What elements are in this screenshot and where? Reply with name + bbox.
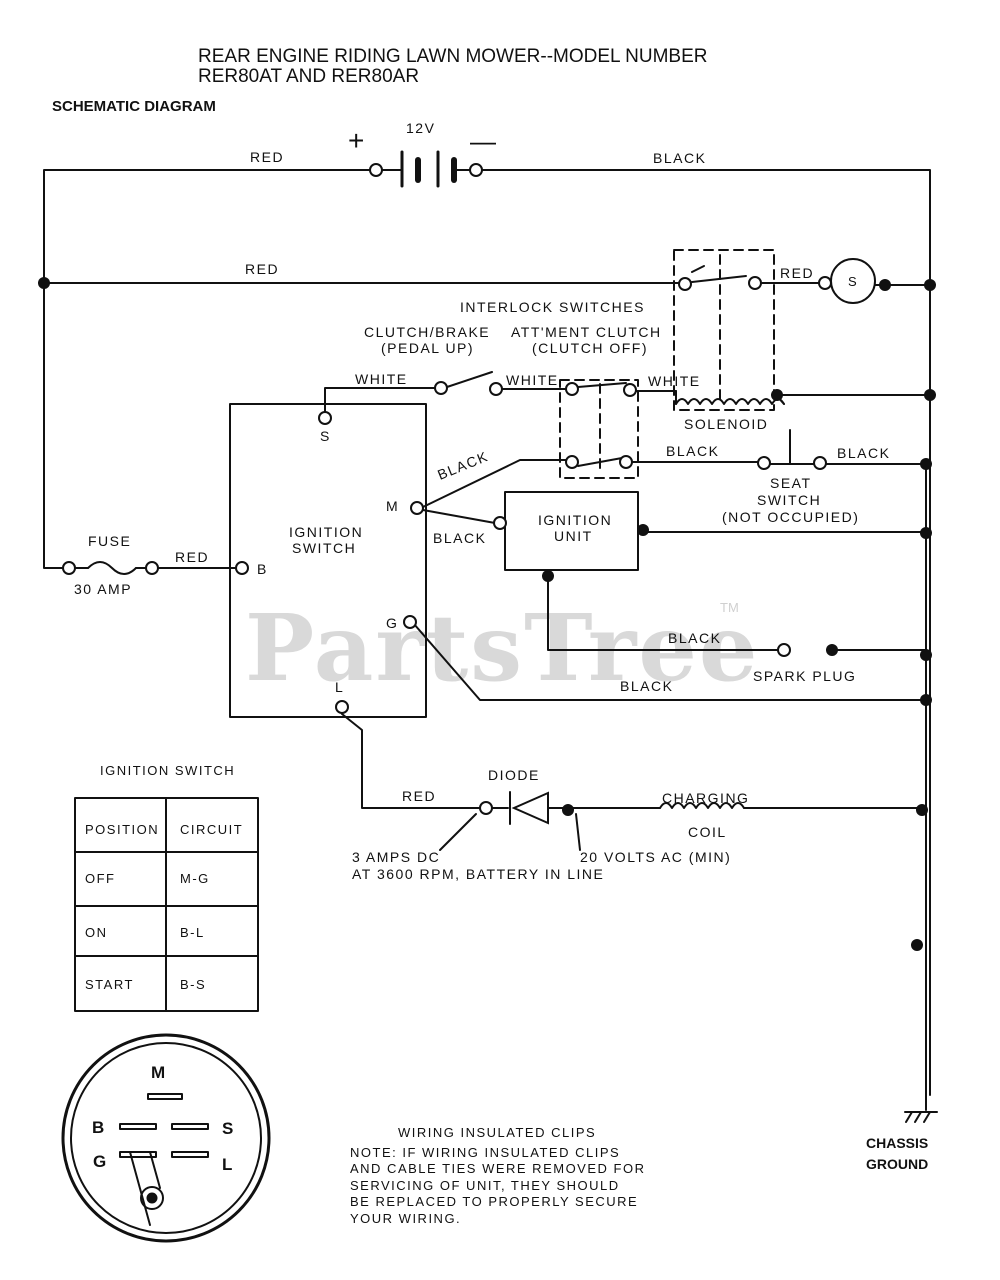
clips-note-line: NOTE: IF WIRING INSULATED CLIPS xyxy=(350,1145,620,1160)
attment-clutch-label-1: ATT'MENT CLUTCH xyxy=(511,324,662,340)
clips-note-line: AND CABLE TIES WERE REMOVED FOR xyxy=(350,1161,645,1176)
table-header-circuit: CIRCUIT xyxy=(180,822,243,837)
note-dc-line-1: 3 AMPS DC xyxy=(352,849,440,865)
watermark-tm: TM xyxy=(720,600,739,615)
note-dc-line-2: AT 3600 RPM, BATTERY IN LINE xyxy=(352,866,604,882)
connector-b-label: B xyxy=(92,1118,104,1137)
terminal-b-label: B xyxy=(257,561,268,577)
charging-coil-label-2: COIL xyxy=(688,824,727,840)
diode-label: DIODE xyxy=(488,767,540,783)
clips-note-line: YOUR WIRING. xyxy=(350,1211,461,1226)
title-line-2: RER80AT AND RER80AR xyxy=(198,66,419,87)
battery-minus: — xyxy=(470,126,496,156)
terminal-l-label: L xyxy=(335,679,344,695)
wire-label-red-starter: RED xyxy=(780,265,814,281)
ignition-unit-label-1: IGNITION xyxy=(538,512,612,528)
wire-label-white-1: WHITE xyxy=(355,371,408,387)
ignition-table xyxy=(74,797,259,1012)
ignition-unit-label-2: UNIT xyxy=(554,528,593,544)
wire-label-red-mid: RED xyxy=(245,261,279,277)
fuse-label: FUSE xyxy=(88,533,131,549)
wire-label-white-2: WHITE xyxy=(506,372,559,388)
clutch-brake-label-1: CLUTCH/BRAKE xyxy=(364,324,490,340)
battery-plus: + xyxy=(348,125,364,156)
chassis-ground-label-2: GROUND xyxy=(866,1156,928,1172)
watermark: PartsTree xyxy=(245,594,759,702)
table-cell-b-l: B-L xyxy=(180,925,205,940)
open-terminals xyxy=(62,276,832,815)
table-cell-start: START xyxy=(85,977,134,992)
diode xyxy=(509,791,549,825)
solenoid-label: SOLENOID xyxy=(684,416,768,432)
wire-label-black-g: BLACK xyxy=(620,678,673,694)
wire-label-red-diode: RED xyxy=(402,788,436,804)
battery-voltage-label: 12V xyxy=(406,120,435,136)
connector-g-label: G xyxy=(93,1152,106,1171)
wire-label-black-spark: BLACK xyxy=(668,630,721,646)
ignition-table-caption: IGNITION SWITCH xyxy=(100,763,235,778)
seat-switch-label-1: SEAT xyxy=(770,475,812,491)
junction-dots xyxy=(38,277,936,951)
wire-label-black-seat-left: BLACK xyxy=(666,443,719,459)
table-header-position: POSITION xyxy=(85,822,159,837)
wire-label-black-ign: BLACK xyxy=(433,530,486,546)
connector-l-label: L xyxy=(222,1155,232,1174)
connector-s-label: S xyxy=(222,1119,233,1138)
fuse-rating-label: 30 AMP xyxy=(74,581,132,597)
connector-m-label: M xyxy=(151,1063,165,1082)
terminal-s-label: S xyxy=(320,428,331,444)
clips-note-line: SERVICING OF UNIT, THEY SHOULD xyxy=(350,1178,620,1193)
wire-label-black-seat-right: BLACK xyxy=(837,445,890,461)
seat-switch-label-2: SWITCH xyxy=(757,492,821,508)
terminal-g-label: G xyxy=(386,615,398,631)
table-cell-on: ON xyxy=(85,925,108,940)
chassis-ground-label-1: CHASSIS xyxy=(866,1135,928,1151)
starter-label: S xyxy=(848,274,857,289)
page-subtitle: SCHEMATIC DIAGRAM xyxy=(52,98,216,115)
wire-label-red-top: RED xyxy=(250,149,284,165)
table-cell-b-s: B-S xyxy=(180,977,206,992)
attment-clutch-label-2: (CLUTCH OFF) xyxy=(532,340,648,356)
wire-label-white-3: WHITE xyxy=(648,373,701,389)
note-ac-label: 20 VOLTS AC (MIN) xyxy=(580,849,731,865)
interlock-dashed-boxes xyxy=(559,249,775,479)
wire-label-black-top: BLACK xyxy=(653,150,706,166)
clips-note-line: BE REPLACED TO PROPERLY SECURE xyxy=(350,1194,638,1209)
ignition-switch-block xyxy=(229,403,427,718)
ignition-switch-label-1: IGNITION xyxy=(289,524,363,540)
wire-label-red-fuse: RED xyxy=(175,549,209,565)
title-line-1: REAR ENGINE RIDING LAWN MOWER--MODEL NUM… xyxy=(198,46,708,67)
spark-plug-label: SPARK PLUG xyxy=(753,668,856,684)
seat-switch-label-3: (NOT OCCUPIED) xyxy=(722,509,859,525)
interlock-switches-label: INTERLOCK SWITCHES xyxy=(460,299,645,315)
table-cell-off: OFF xyxy=(85,871,116,886)
ignition-switch-label-2: SWITCH xyxy=(292,540,356,556)
wiring xyxy=(43,169,938,1123)
table-cell-m-g: M-G xyxy=(180,871,210,886)
clips-note-heading: WIRING INSULATED CLIPS xyxy=(398,1125,596,1140)
clutch-brake-label-2: (PEDAL UP) xyxy=(381,340,474,356)
battery xyxy=(369,150,483,188)
ignition-connector-face xyxy=(61,1033,271,1243)
charging-coil-label-1: CHARGING xyxy=(662,790,749,806)
terminal-m-label: M xyxy=(386,498,399,514)
